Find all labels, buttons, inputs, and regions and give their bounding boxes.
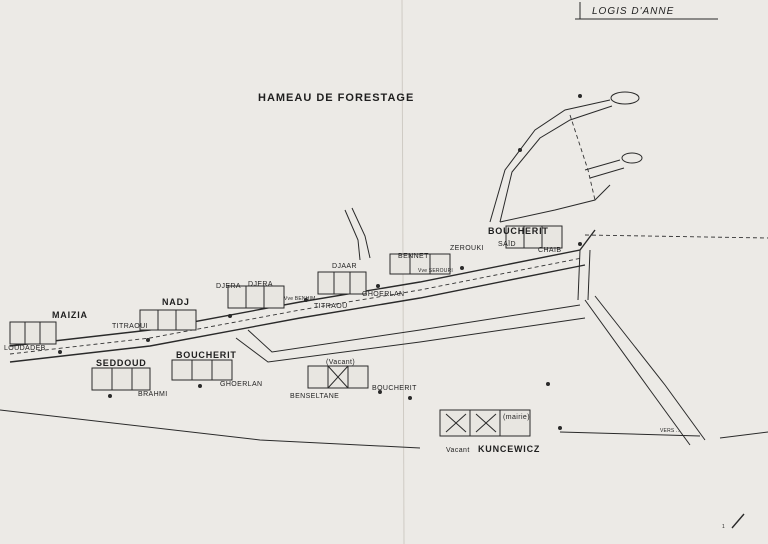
building-djera — [227, 285, 285, 309]
label-ghoerlan-1: GHOERLAN — [362, 291, 405, 298]
building-seddoud — [91, 367, 151, 391]
right-road — [577, 249, 706, 446]
label-bennet: BENNET — [398, 253, 429, 260]
left-spur-road — [344, 207, 371, 261]
label-chaib: CHAIB — [538, 247, 561, 254]
label-nadj: NADJ — [162, 297, 190, 307]
label-brahmi: BRAHMI — [138, 391, 168, 398]
label-seddoud: SEDDOUD — [96, 358, 147, 368]
building-nadj — [139, 309, 197, 331]
label-loudadeb: LOUDADEB — [4, 345, 46, 352]
label-vers: VERS ... — [660, 428, 681, 434]
label-said: SAÏD — [498, 240, 516, 248]
label-boucherit-1: BOUCHERIT — [488, 226, 549, 236]
stamp-text: LOGIS D'ANNE — [592, 6, 674, 17]
label-maizia: MAIZIA — [52, 310, 88, 320]
plan-title: HAMEAU DE FORESTAGE — [258, 92, 414, 104]
building-vacant — [307, 365, 369, 389]
building-maizia — [9, 321, 57, 345]
bottom-line-right — [559, 431, 701, 437]
building-mairie — [439, 409, 531, 437]
building-boucherit-lower — [171, 359, 233, 381]
bottom-line — [0, 409, 421, 449]
lower-road — [235, 304, 586, 363]
label-mairie: (mairie) — [503, 414, 530, 421]
label-zerouki: ZEROUKI — [450, 245, 484, 252]
stamp: LOGIS D'ANNE — [575, 2, 718, 20]
label-vacant-2: Vacant — [446, 447, 470, 454]
page-number: 1 — [722, 524, 725, 530]
label-djaar: DJAAR — [332, 263, 357, 270]
label-benseltane: BENSELTANE — [290, 393, 339, 400]
label-ghoerlan-2: GHOERLAN — [220, 381, 263, 388]
label-titraoui: TITRAOUI — [112, 323, 148, 330]
label-djera-1: DJERA — [216, 283, 241, 290]
building-bennet — [389, 253, 451, 275]
label-titraou: TITRAOU — [314, 303, 348, 310]
upper-loop-road — [489, 91, 643, 223]
label-vve-serouri: Vve SEROURI — [418, 268, 453, 274]
building-djaar — [317, 271, 367, 295]
label-kuncewicz: KUNCEWICZ — [478, 444, 540, 454]
label-vve-benhim: Vve BENHIM — [284, 296, 315, 302]
survey-marks — [58, 94, 582, 430]
label-boucherit-3: BOUCHERIT — [372, 385, 417, 392]
label-djera-2: DJERA — [248, 281, 273, 288]
bottom-line-edge — [719, 431, 768, 439]
corner-mark — [731, 513, 745, 529]
label-boucherit-2: BOUCHERIT — [176, 350, 237, 360]
label-vacant-1: (Vacant) — [326, 359, 355, 366]
building-boucherit-said — [505, 225, 563, 249]
boundary-dashed — [584, 234, 768, 239]
